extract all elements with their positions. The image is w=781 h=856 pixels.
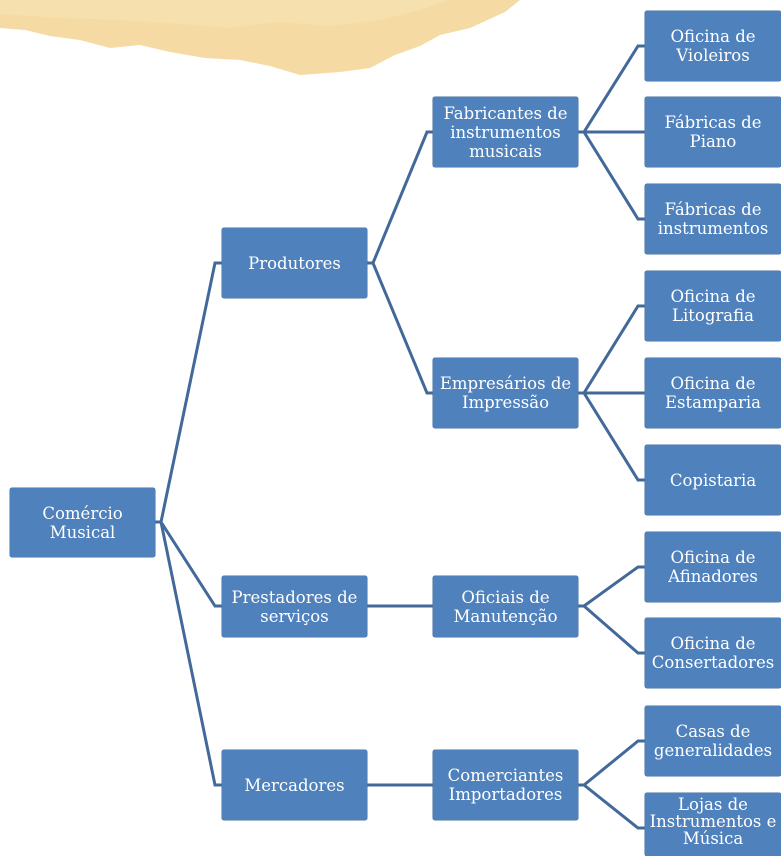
- node-oficina-de-afinadores: Oficina de Afinadores: [645, 532, 781, 602]
- connector-fabricantes-violeiros: [578, 44, 645, 134]
- connector-oficiais-consertadores: [578, 604, 645, 655]
- node-lojas-de-instrumentos-e-musica: Lojas de Instrumentos e Música: [645, 793, 781, 856]
- connector-produtores-empresarios: [367, 261, 433, 395]
- node-produtores: Produtores: [222, 228, 367, 298]
- connector-oficiais-afinadores: [578, 565, 645, 608]
- node-oficiais-de-manutencao: Oficiais de Manutenção: [433, 576, 578, 637]
- node-mercadores: Mercadores: [222, 750, 367, 820]
- node-comercio-musical: Comércio Musical: [10, 488, 155, 557]
- node-fabricantes-de-instrumentos: Fabricantes de instrumentos musicais: [433, 97, 578, 167]
- connector-produtores-fabricantes: [367, 130, 433, 265]
- node-empresarios-de-impressao: Empresários de Impressão: [433, 358, 578, 428]
- connector-fabricantes-instrumentos: [578, 130, 645, 221]
- node-copistaria: Copistaria: [645, 445, 781, 515]
- node-oficina-de-consertadores: Oficina de Consertadores: [645, 618, 781, 688]
- node-oficina-de-estamparia: Oficina de Estamparia: [645, 358, 781, 428]
- node-oficina-de-violeiros: Oficina de Violeiros: [645, 11, 781, 81]
- node-prestadores-de-servicos: Prestadores de serviços: [222, 576, 367, 637]
- connector-empresarios-litografia: [578, 304, 645, 395]
- node-fabricas-de-piano: Fábricas de Piano: [645, 97, 781, 167]
- node-casas-de-generalidades: Casas de generalidades: [645, 706, 781, 776]
- connector-comerciantes-lojas: [578, 783, 645, 830]
- connector-empresarios-copistaria: [578, 391, 645, 482]
- connector-root-produtores: [155, 261, 222, 524]
- connector-root-mercadores: [155, 520, 222, 787]
- node-fabricas-de-instrumentos: Fábricas de instrumentos: [645, 184, 781, 254]
- node-oficina-de-litografia: Oficina de Litografia: [645, 271, 781, 341]
- connector-comerciantes-generalidades: [578, 739, 645, 787]
- node-comerciantes-importadores: Comerciantes Importadores: [433, 750, 578, 820]
